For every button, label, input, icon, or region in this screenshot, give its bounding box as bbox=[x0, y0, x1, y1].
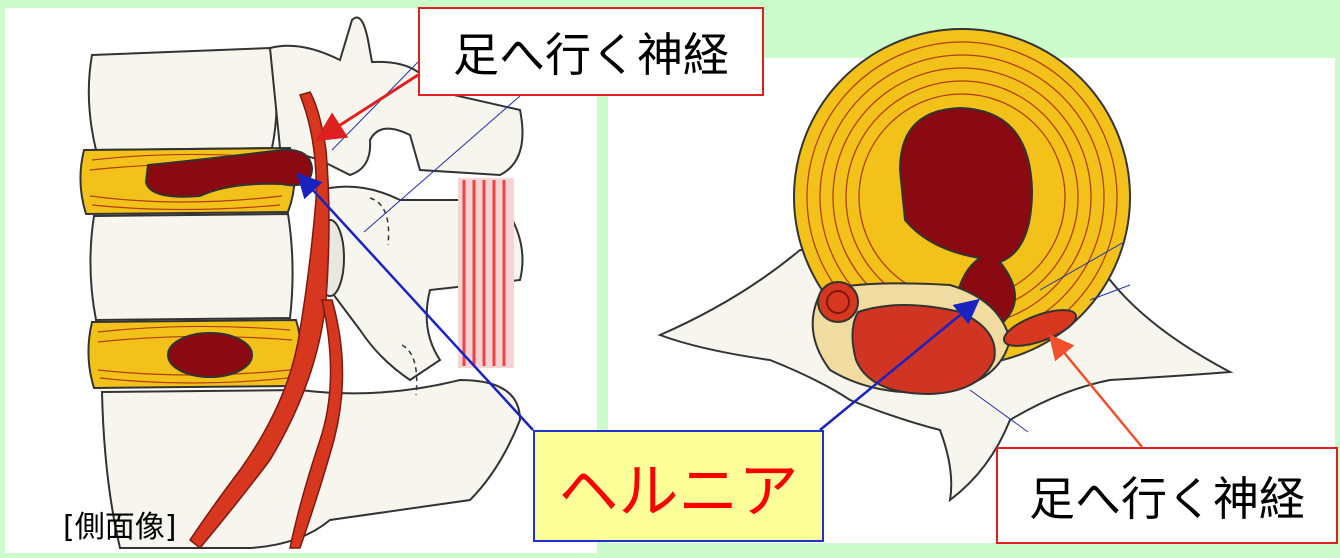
nerve-label-top: 足へ行く神経 bbox=[418, 7, 764, 96]
ligament-band bbox=[458, 178, 514, 368]
nerve-label-bottom: 足へ行く神経 bbox=[996, 447, 1338, 544]
lateral-view-caption: [側面像] bbox=[63, 502, 176, 546]
nerve-root-axial-left bbox=[818, 282, 858, 322]
vertebra-body-top bbox=[89, 48, 277, 150]
nucleus-lower bbox=[168, 333, 252, 377]
vertebra-body-middle bbox=[90, 214, 292, 320]
hernia-label: ヘルニア bbox=[533, 430, 824, 542]
thecal-sac-axial bbox=[852, 305, 994, 394]
